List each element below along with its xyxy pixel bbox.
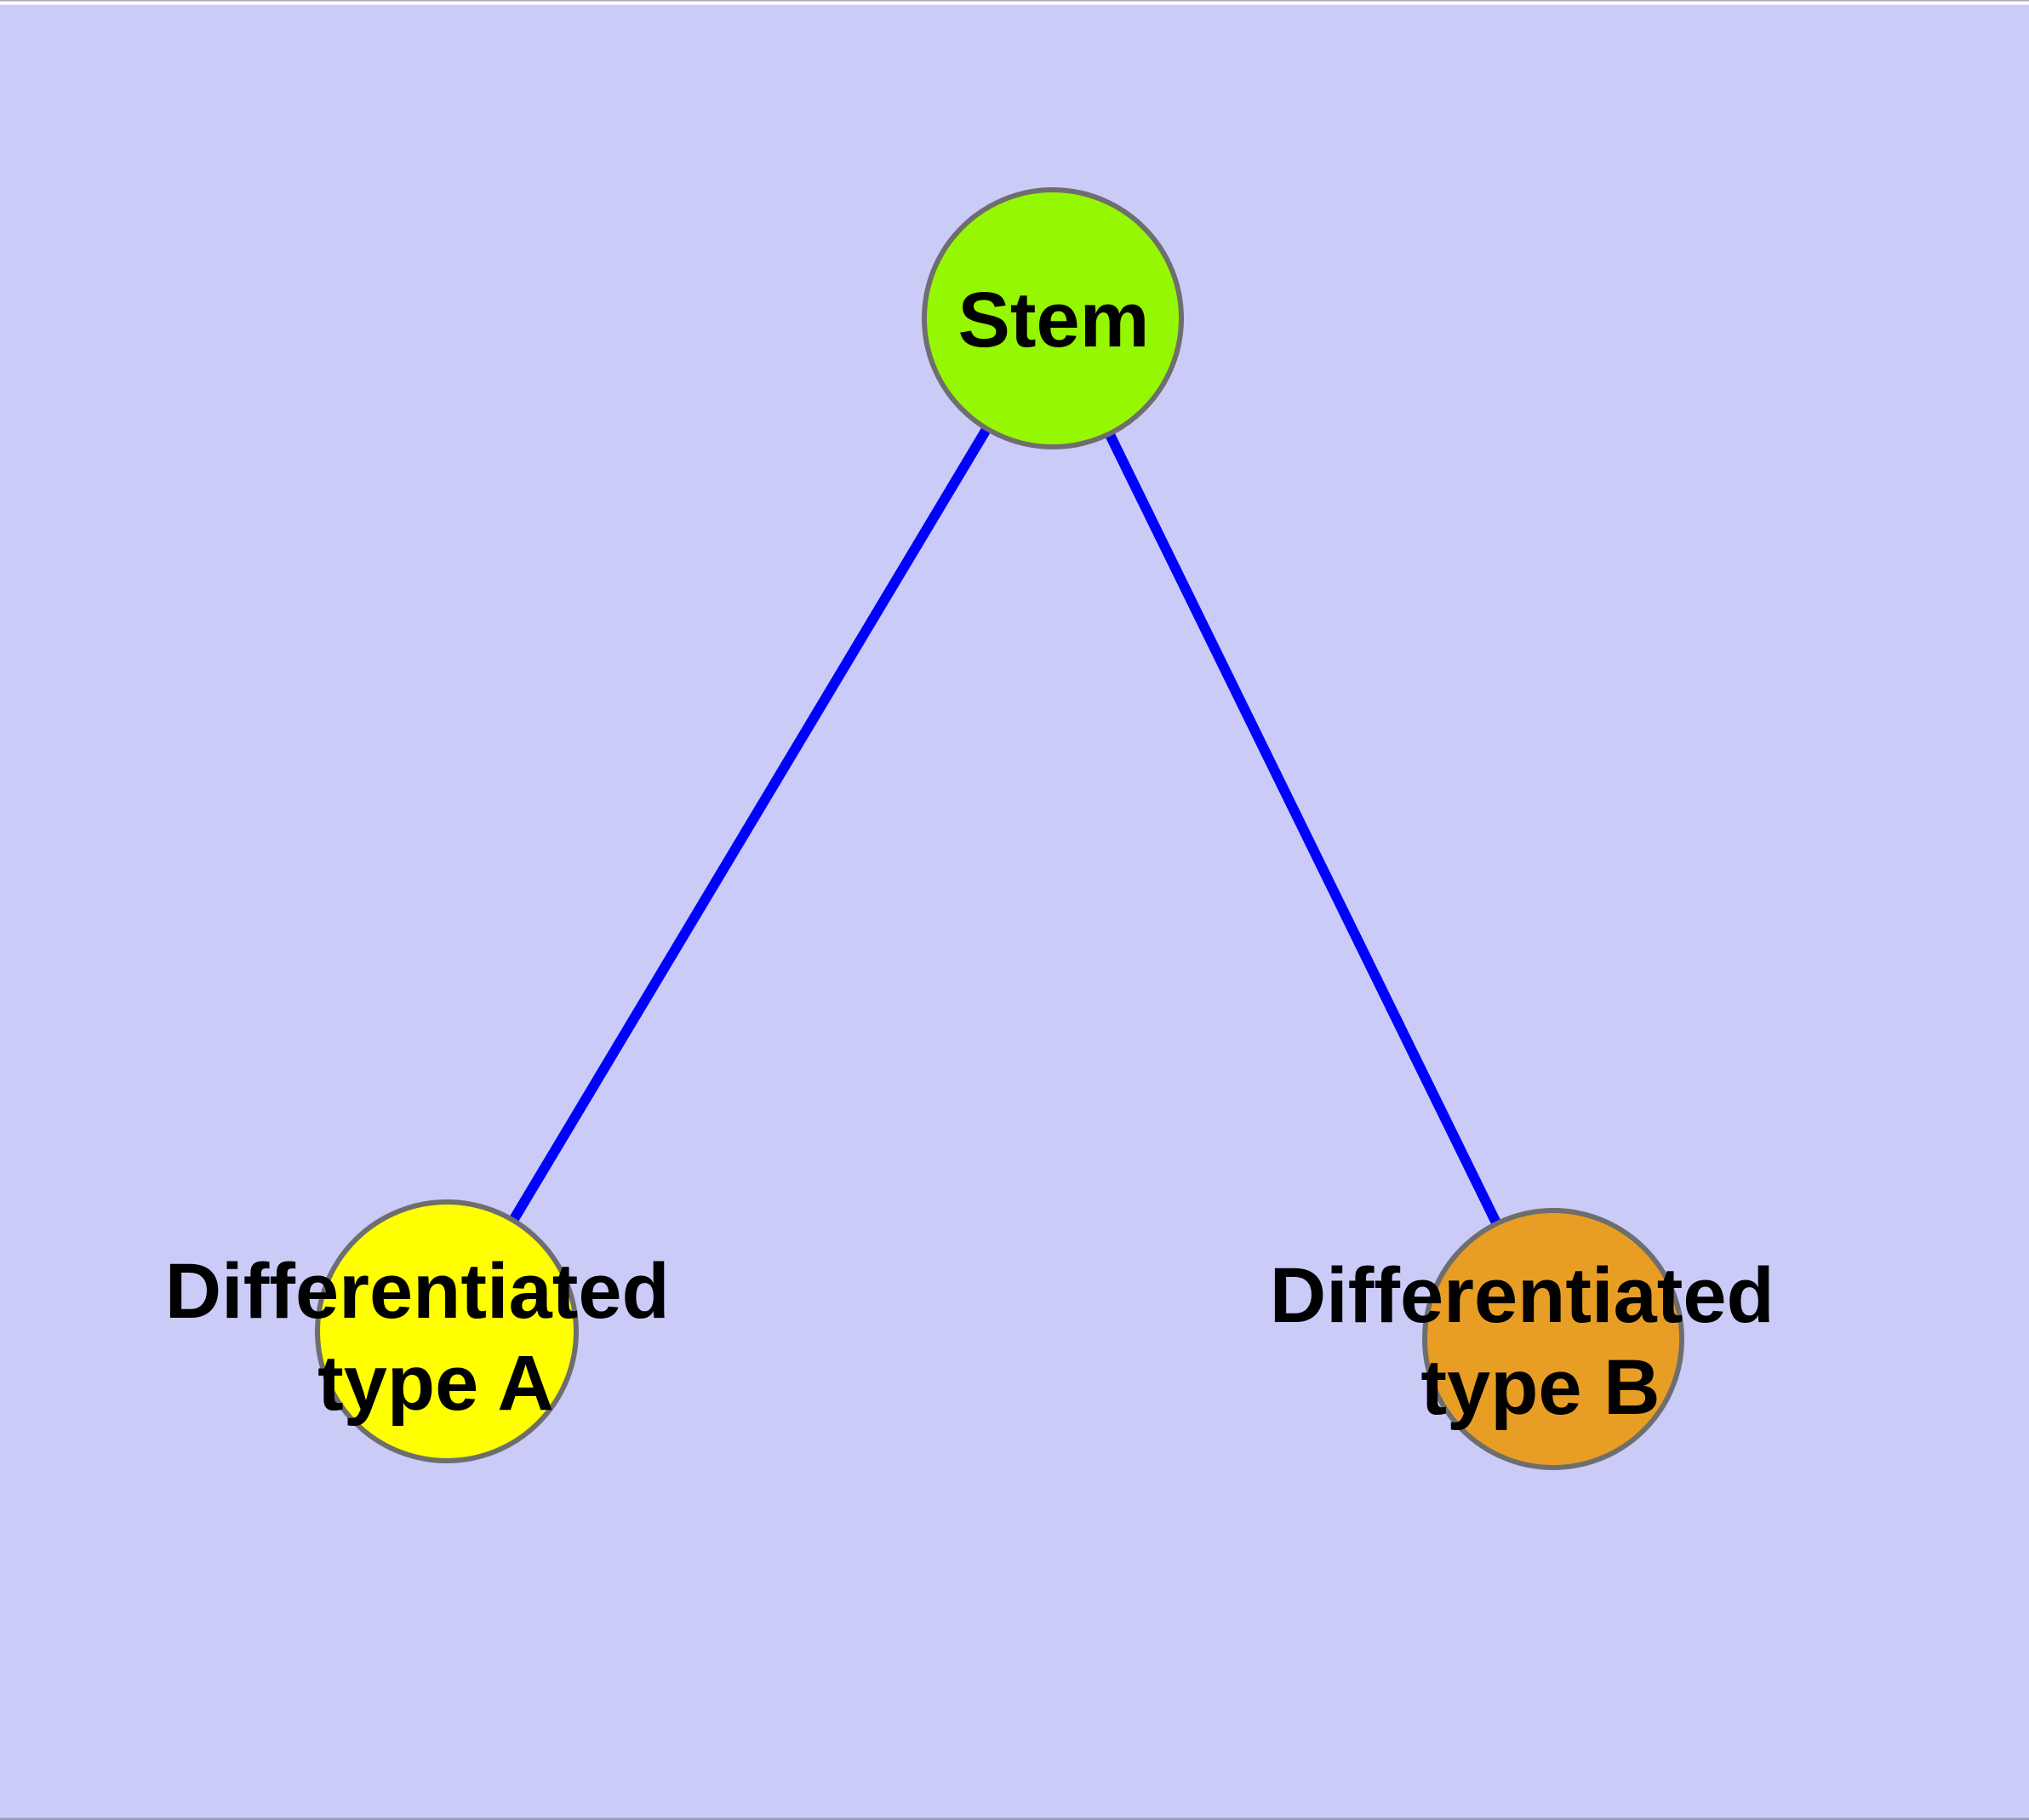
top-white-strip [0,1,2029,5]
node-label-type-b-line2: type B [1420,1344,1660,1431]
top-edge-line [0,0,2029,2]
node-label-stem: Stem [958,277,1150,363]
node-label-type-a-line2: type A [317,1340,554,1427]
node-differentiated-type-a [315,1199,579,1463]
node-label-type-b-line1: Differentiated [1270,1252,1775,1339]
node-stem [922,187,1184,449]
edge-stem-to-type-a [442,313,1058,1336]
node-label-differentiated-type-b: Differentiated type B [1270,1252,1797,1431]
edge-stem-to-type-b [1048,313,1558,1344]
node-differentiated-type-b [1422,1208,1684,1470]
bottom-edge-line [0,1817,2029,1820]
node-label-differentiated-type-a: Differentiated type A [165,1248,692,1427]
node-label-type-a-line1: Differentiated [165,1248,670,1335]
